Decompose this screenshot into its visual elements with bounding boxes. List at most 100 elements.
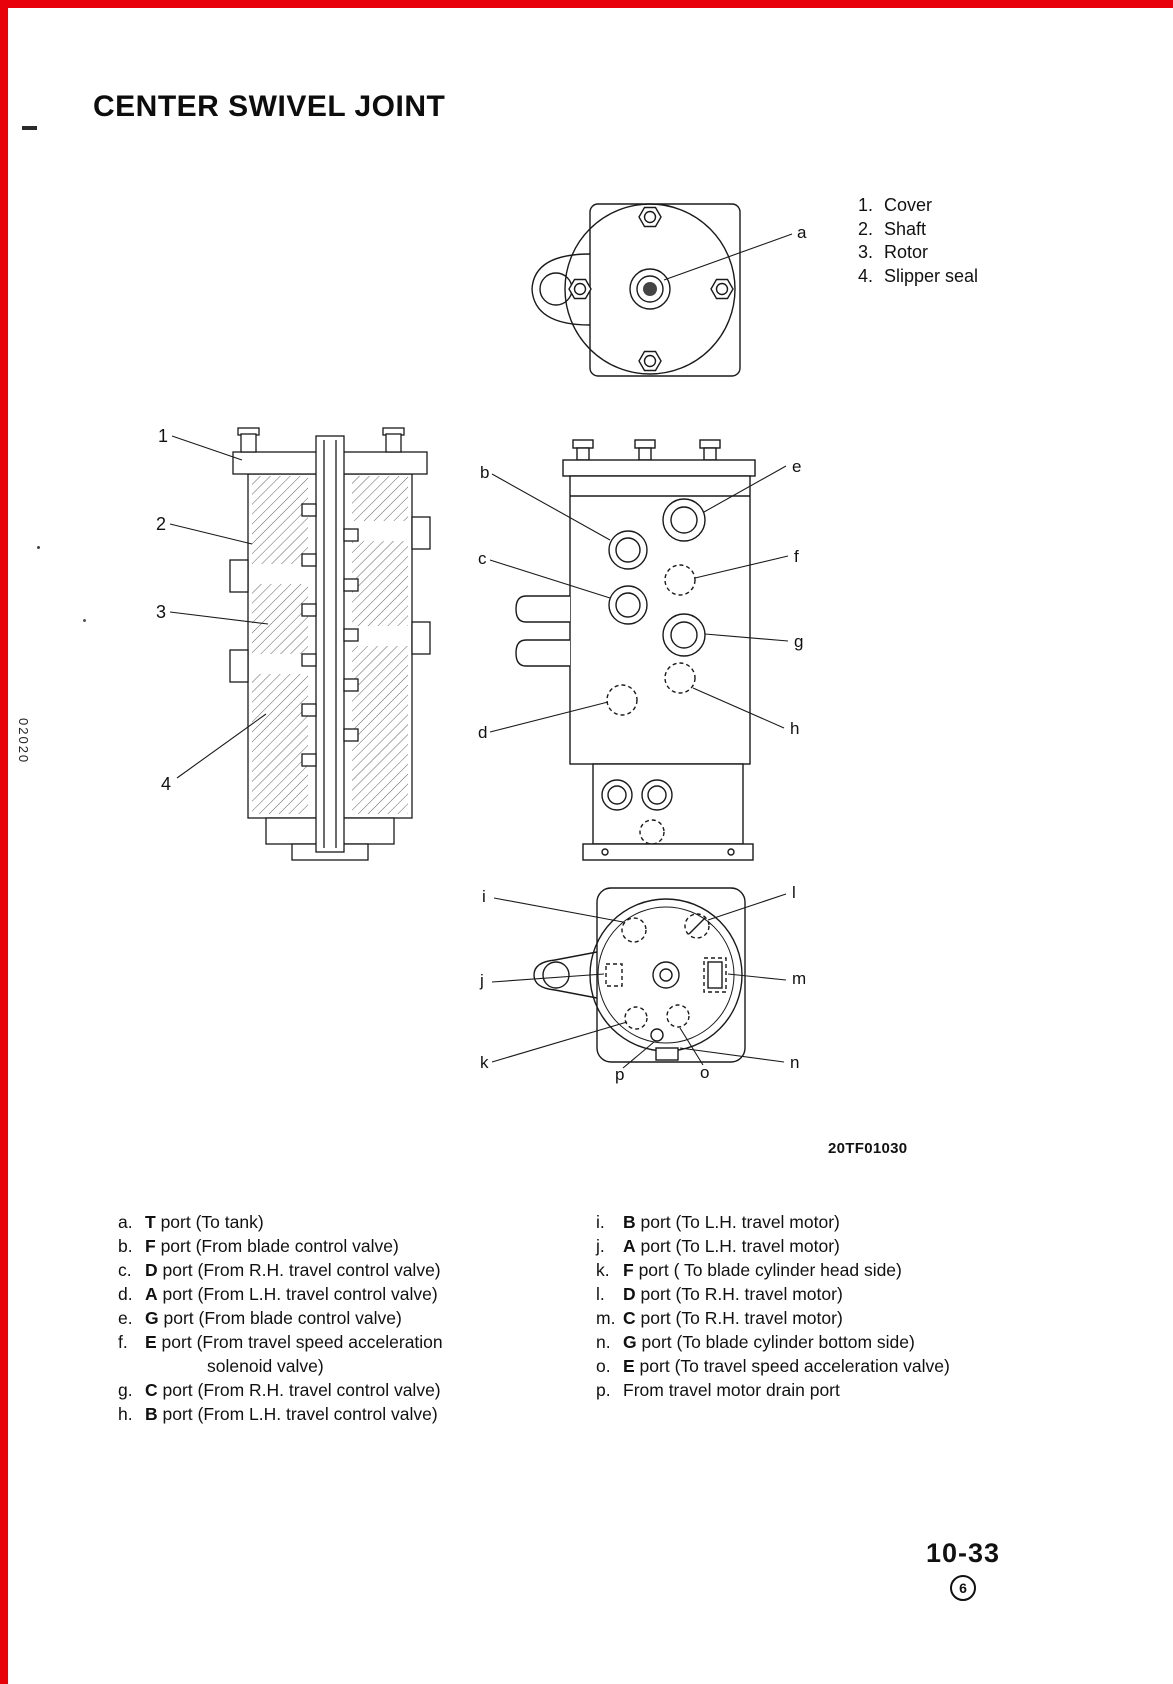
scan-border-left xyxy=(0,0,8,1684)
shaft xyxy=(315,435,345,853)
bottom-port xyxy=(601,779,633,811)
port-g xyxy=(662,613,706,657)
part-label: Slipper seal xyxy=(884,265,979,286)
margin-code: 02020 xyxy=(16,718,31,765)
part-number: 3. xyxy=(858,242,874,262)
page-number: 10-33 xyxy=(926,1538,1001,1568)
legend-item: a.T port (To tank) xyxy=(118,1210,548,1234)
legend-right: i.B port (To L.H. travel motor) j. A port… xyxy=(596,1210,1026,1402)
legend-text: E port (From travel speed acceleration xyxy=(145,1332,443,1352)
base-flange xyxy=(582,843,754,861)
legend-text: From travel motor drain port xyxy=(623,1380,840,1400)
port-m xyxy=(707,961,723,989)
parts-item: 1. Cover xyxy=(858,194,978,218)
legend-key: f. xyxy=(118,1332,128,1352)
leader-d xyxy=(489,701,609,733)
parts-list: 1. Cover 2. Shaft 3. Rotor 4. Slipper seal xyxy=(858,194,978,288)
cross-section-diagram: 1 2 3 4 xyxy=(156,426,431,861)
part-number: 2. xyxy=(858,218,874,239)
port-c xyxy=(608,585,648,625)
side-view-drawing xyxy=(515,439,756,861)
legend-item: f. E port (From travel speed acceleration xyxy=(118,1330,548,1354)
legend-text: E port (To travel speed acceleration val… xyxy=(623,1356,950,1376)
joint-body xyxy=(596,887,746,1063)
legend-item: m.C port (To R.H. travel motor) xyxy=(596,1306,1026,1330)
page-title: CENTER SWIVEL JOINT xyxy=(93,90,446,123)
legend-text: A port (To L.H. travel motor) xyxy=(623,1236,840,1256)
legend-text: solenoid valve) xyxy=(207,1356,324,1376)
bolt-icon xyxy=(710,278,734,300)
port-stub xyxy=(411,516,431,550)
leader-o xyxy=(679,1027,704,1066)
port-n-tab xyxy=(655,1047,679,1061)
legend-item: o. E port (To travel speed acceleration v… xyxy=(596,1354,1026,1378)
bottom-view-drawing xyxy=(533,887,746,1063)
legend-text: C port (From R.H. travel control valve) xyxy=(145,1380,441,1400)
bolt-icon xyxy=(699,439,721,449)
legend-text: G port (From blade control valve) xyxy=(145,1308,402,1328)
rotor-groove xyxy=(301,503,317,517)
port-l xyxy=(684,913,710,939)
flange-hole xyxy=(542,961,570,989)
legend-key: o. xyxy=(596,1356,611,1376)
scan-artifact-dot xyxy=(37,546,40,549)
port-b xyxy=(608,530,648,570)
part-label: Shaft xyxy=(884,218,927,239)
top-view-diagram: a xyxy=(531,203,807,377)
legend-key: e. xyxy=(118,1308,133,1328)
callout-c: c xyxy=(478,549,487,568)
leader-m xyxy=(727,973,787,981)
port-e xyxy=(662,498,706,542)
legend-text: F port (From blade control valve) xyxy=(145,1236,399,1256)
callout-e: e xyxy=(792,457,801,476)
legend-key: a. xyxy=(118,1212,133,1232)
callout-b: b xyxy=(480,463,489,482)
parts-item: 2. Shaft xyxy=(858,218,978,242)
legend-item: i.B port (To L.H. travel motor) xyxy=(596,1210,1026,1234)
legend-key: l. xyxy=(596,1284,605,1304)
callout-1: 1 xyxy=(158,426,168,446)
callout-h: h xyxy=(790,719,799,738)
callout-3: 3 xyxy=(156,602,166,622)
leader-b xyxy=(491,473,611,541)
legend-key: k. xyxy=(596,1260,610,1280)
callout-o: o xyxy=(700,1063,709,1082)
bolt-icon xyxy=(638,206,662,228)
legend-key: j. xyxy=(596,1236,605,1256)
leader-e xyxy=(703,465,787,513)
legend-text: D port (To R.H. travel motor) xyxy=(623,1284,843,1304)
legend-item: g. C port (From R.H. travel control valve… xyxy=(118,1378,548,1402)
port-p xyxy=(650,1028,664,1042)
figure-ref: 20TF01030 xyxy=(828,1140,908,1157)
legend-text: B port (To L.H. travel motor) xyxy=(623,1212,840,1232)
legend-key: g. xyxy=(118,1380,133,1400)
legend-left: a.T port (To tank) b.F port (From blade … xyxy=(118,1210,548,1426)
part-label: Rotor xyxy=(884,242,929,262)
legend-text: F port ( To blade cylinder head side) xyxy=(623,1260,902,1280)
legend-item: h.B port (From L.H. travel control valve… xyxy=(118,1402,548,1426)
port-stub xyxy=(229,559,249,593)
callout-p: p xyxy=(615,1065,624,1084)
legend-item: d.A port (From L.H. travel control valve… xyxy=(118,1282,548,1306)
callout-f: f xyxy=(794,547,799,566)
part-number: 1. xyxy=(858,195,874,215)
flange-hole xyxy=(539,272,573,306)
legend-item: b.F port (From blade control valve) xyxy=(118,1234,548,1258)
parts-item: 3. Rotor xyxy=(858,241,978,265)
bolt-icon xyxy=(638,350,662,372)
part-number: 4. xyxy=(858,265,874,286)
cover-circle xyxy=(564,203,736,375)
top-flange xyxy=(562,459,756,477)
legend-key: m. xyxy=(596,1308,616,1328)
bolt-icon xyxy=(568,278,592,300)
legend-text: B port (From L.H. travel control valve) xyxy=(145,1404,438,1424)
leader-a xyxy=(663,233,793,281)
bottom-port xyxy=(641,779,673,811)
leader-l xyxy=(707,893,787,921)
legend-text: A port (From L.H. travel control valve) xyxy=(145,1284,438,1304)
callout-i: i xyxy=(482,887,486,906)
scan-artifact-dash xyxy=(22,126,37,130)
part-label: Cover xyxy=(884,195,933,215)
scan-border-top xyxy=(0,0,1173,8)
leader-p xyxy=(622,1041,655,1069)
